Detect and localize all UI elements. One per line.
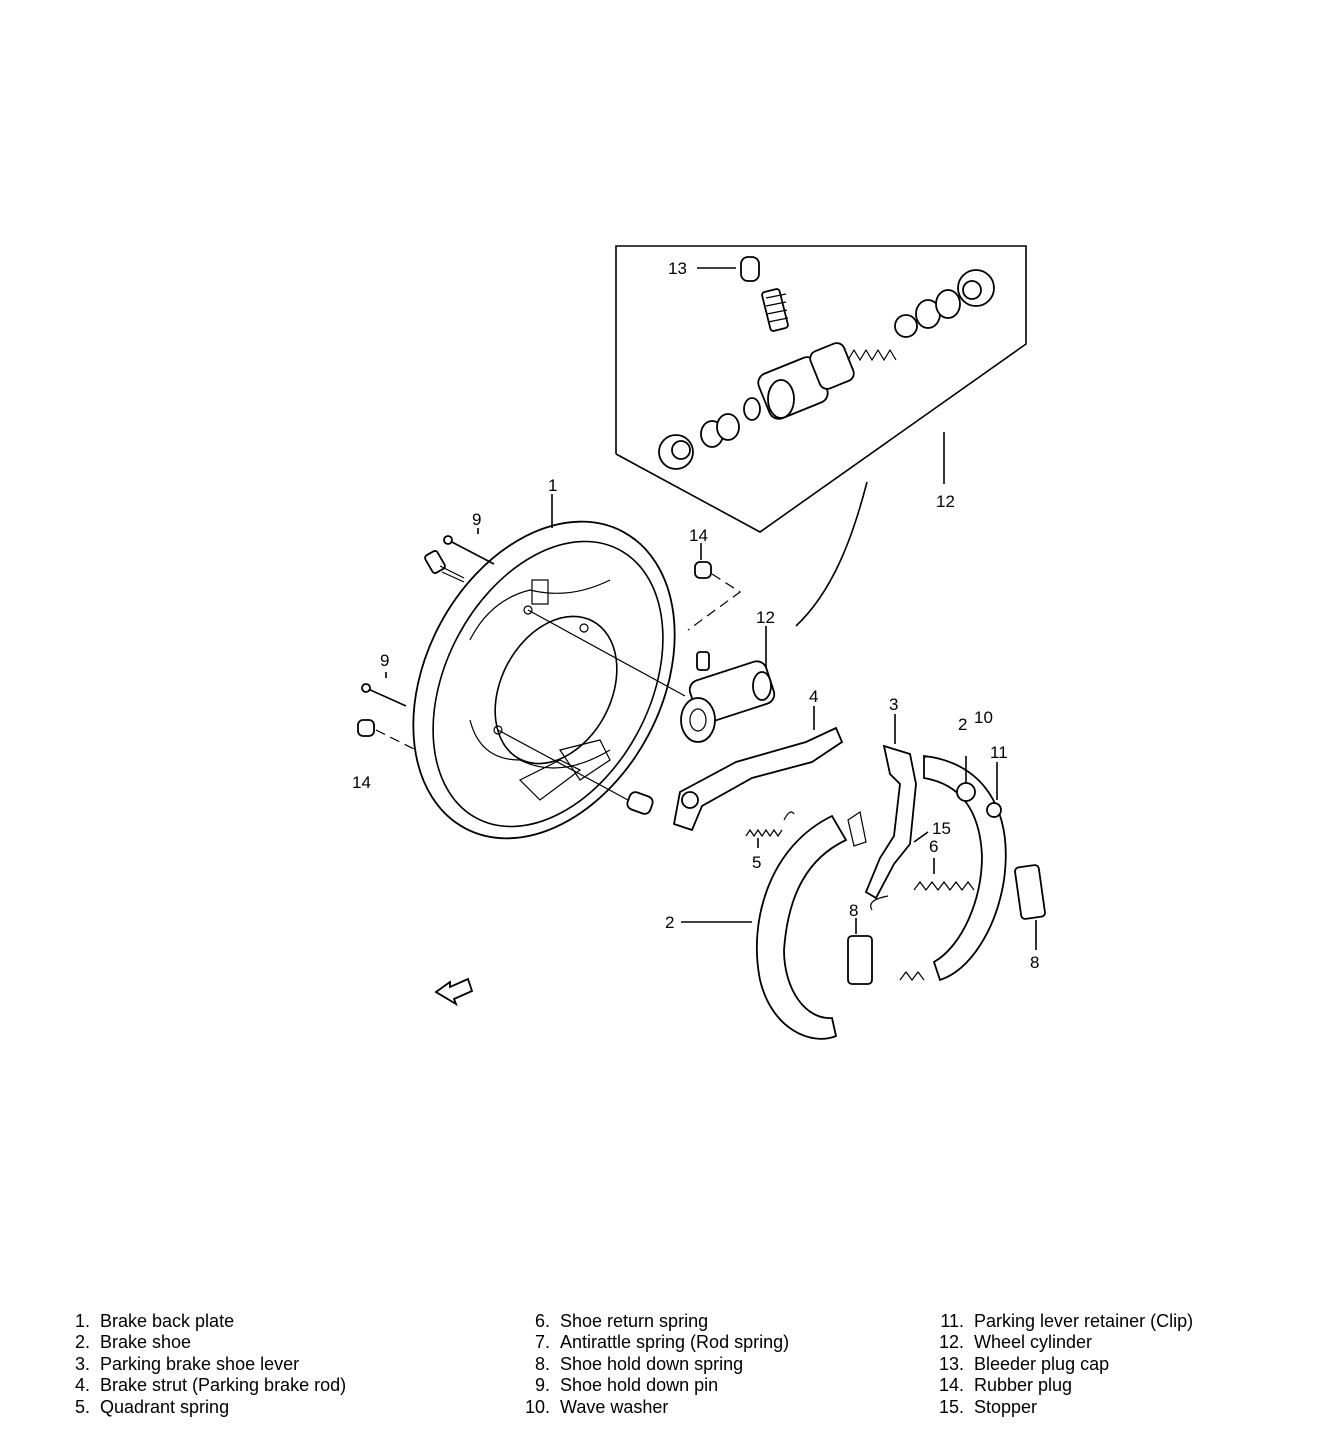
callout-9-lower: 9 <box>380 651 389 670</box>
legend-item: 2.Brake shoe <box>74 1332 192 1353</box>
callout-2-right: 2 <box>958 715 967 734</box>
brake-shoes <box>681 754 1007 1040</box>
brake-back-plate <box>412 520 686 840</box>
callout-8-right: 8 <box>1030 953 1039 972</box>
legend-item: 1.Brake back plate <box>74 1311 235 1331</box>
callout-11: 11 <box>990 743 1008 762</box>
callout-12-inset: 12 <box>936 492 955 511</box>
callout-13: 13 <box>668 259 687 278</box>
callout-14-lower: 14 <box>352 773 371 792</box>
callout-8-left: 8 <box>849 901 858 920</box>
callout-1: 1 <box>548 476 557 495</box>
callout-3: 3 <box>889 695 898 714</box>
legend-item: 12.Wheel cylinder <box>938 1332 1093 1353</box>
legend-item: 13.Bleeder plug cap <box>938 1353 1110 1374</box>
rubber-plugs <box>357 543 742 751</box>
legend-item: 11.Parking lever retainer (Clip) <box>940 1311 1194 1331</box>
legend-item: 9.Shoe hold down pin <box>534 1375 719 1396</box>
legend-item: 15.Stopper <box>938 1396 1038 1417</box>
shoe-hold-down-spring-right <box>1014 864 1046 920</box>
legend-item: 7.Antirattle spring (Rod spring) <box>534 1332 790 1353</box>
callout-10: 10 <box>974 708 993 727</box>
legend-item: 10.Wave washer <box>524 1396 669 1417</box>
callout-12: 12 <box>756 608 775 627</box>
callout-2-left: 2 <box>665 913 674 932</box>
legend-column-2: 6.Shoe return spring 7.Antirattle spring… <box>520 1311 789 1418</box>
back-plate-bolt <box>424 550 465 583</box>
quadrant-spring <box>745 811 795 838</box>
wave-washer <box>956 782 976 802</box>
legend-item: 8.Shoe hold down spring <box>534 1353 744 1374</box>
legend-item: 5.Quadrant spring <box>74 1396 230 1417</box>
legend-item: 14.Rubber plug <box>938 1375 1073 1396</box>
callout-4: 4 <box>809 687 818 706</box>
callout-15: 15 <box>932 819 951 838</box>
parking-brake-shoe-lever <box>864 744 917 900</box>
legend-item: 3.Parking brake shoe lever <box>74 1353 300 1374</box>
callout-6: 6 <box>929 837 938 856</box>
wheel-cylinder-inset <box>615 245 1027 627</box>
shoe-hold-down-pins <box>361 528 495 707</box>
legend-column-1: 1.Brake back plate 2.Brake shoe 3.Parkin… <box>60 1311 346 1418</box>
legend-item: 4.Brake strut (Parking brake rod) <box>74 1375 347 1396</box>
shoe-return-spring <box>870 881 975 911</box>
legend-item: 6.Shoe return spring <box>534 1311 709 1331</box>
forward-arrow-icon <box>434 977 474 1007</box>
parking-lever-retainer <box>986 802 1002 818</box>
callout-14-upper: 14 <box>689 526 708 545</box>
wheel-cylinder-exploded-parts <box>658 256 995 470</box>
legend-column-3: 11.Parking lever retainer (Clip) 12.Whee… <box>934 1311 1193 1418</box>
shoe-hold-down-spring-left <box>847 935 873 985</box>
wheel-cylinder <box>680 626 776 743</box>
brake-strut <box>672 706 844 832</box>
callout-5: 5 <box>752 853 761 872</box>
callout-9-upper: 9 <box>472 510 481 529</box>
